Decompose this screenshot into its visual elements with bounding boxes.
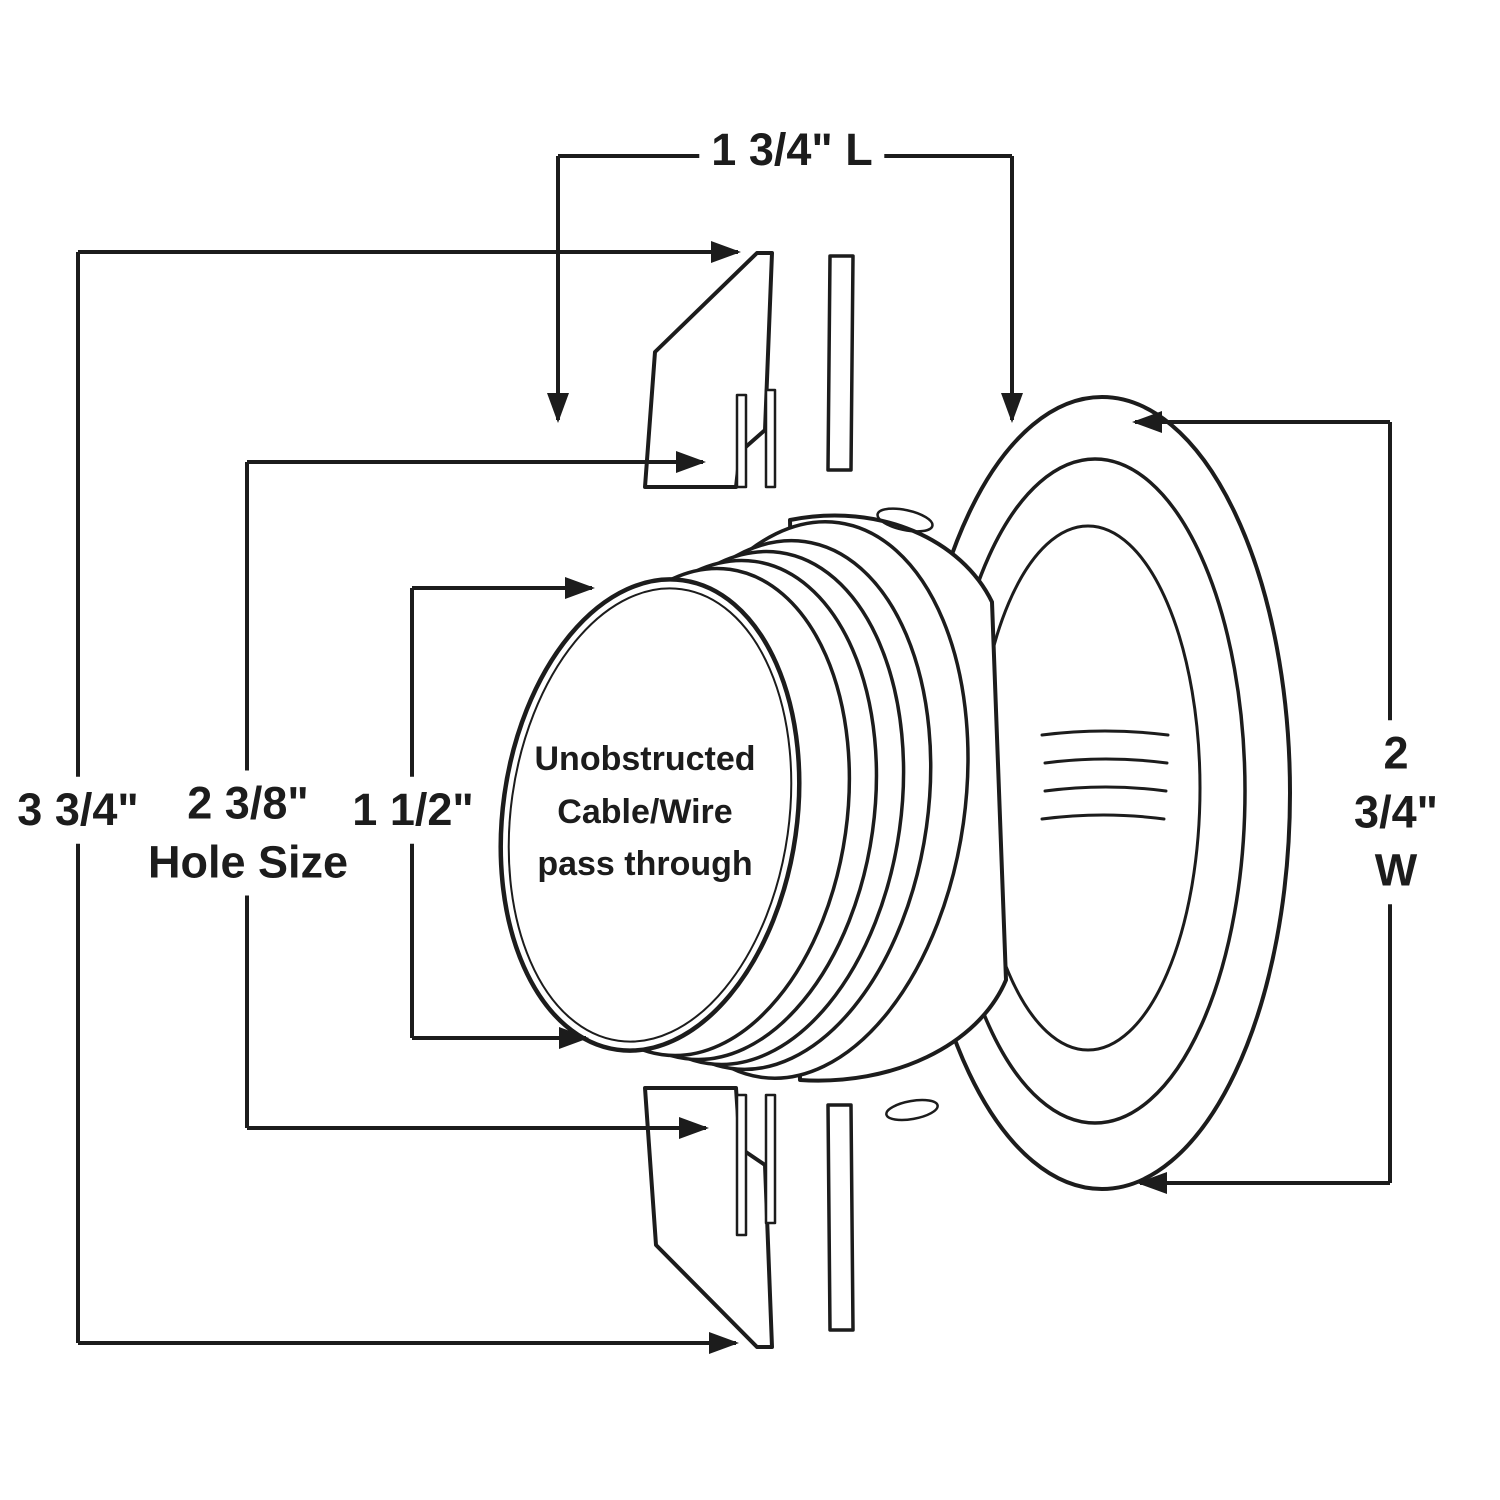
dim-length-label: 1 3/4" L <box>699 116 885 184</box>
dim-overall-height-label: 3 3/4" <box>5 776 151 844</box>
dim-width-label: 2 3/4" W <box>1342 720 1450 904</box>
front-cap <box>498 577 802 1053</box>
dimension-lines <box>76 154 1392 1354</box>
dim-inner-diameter-label: 1 1/2" <box>340 776 486 844</box>
top-mounting-bracket <box>643 251 855 489</box>
center-passthrough-label: Unobstructed Cable/Wire pass through <box>534 739 756 884</box>
bottom-mounting-bracket <box>643 1086 855 1349</box>
thread-lines <box>1040 729 1170 821</box>
dim-hole-size-label: 2 3/8" Hole Size <box>135 770 361 896</box>
